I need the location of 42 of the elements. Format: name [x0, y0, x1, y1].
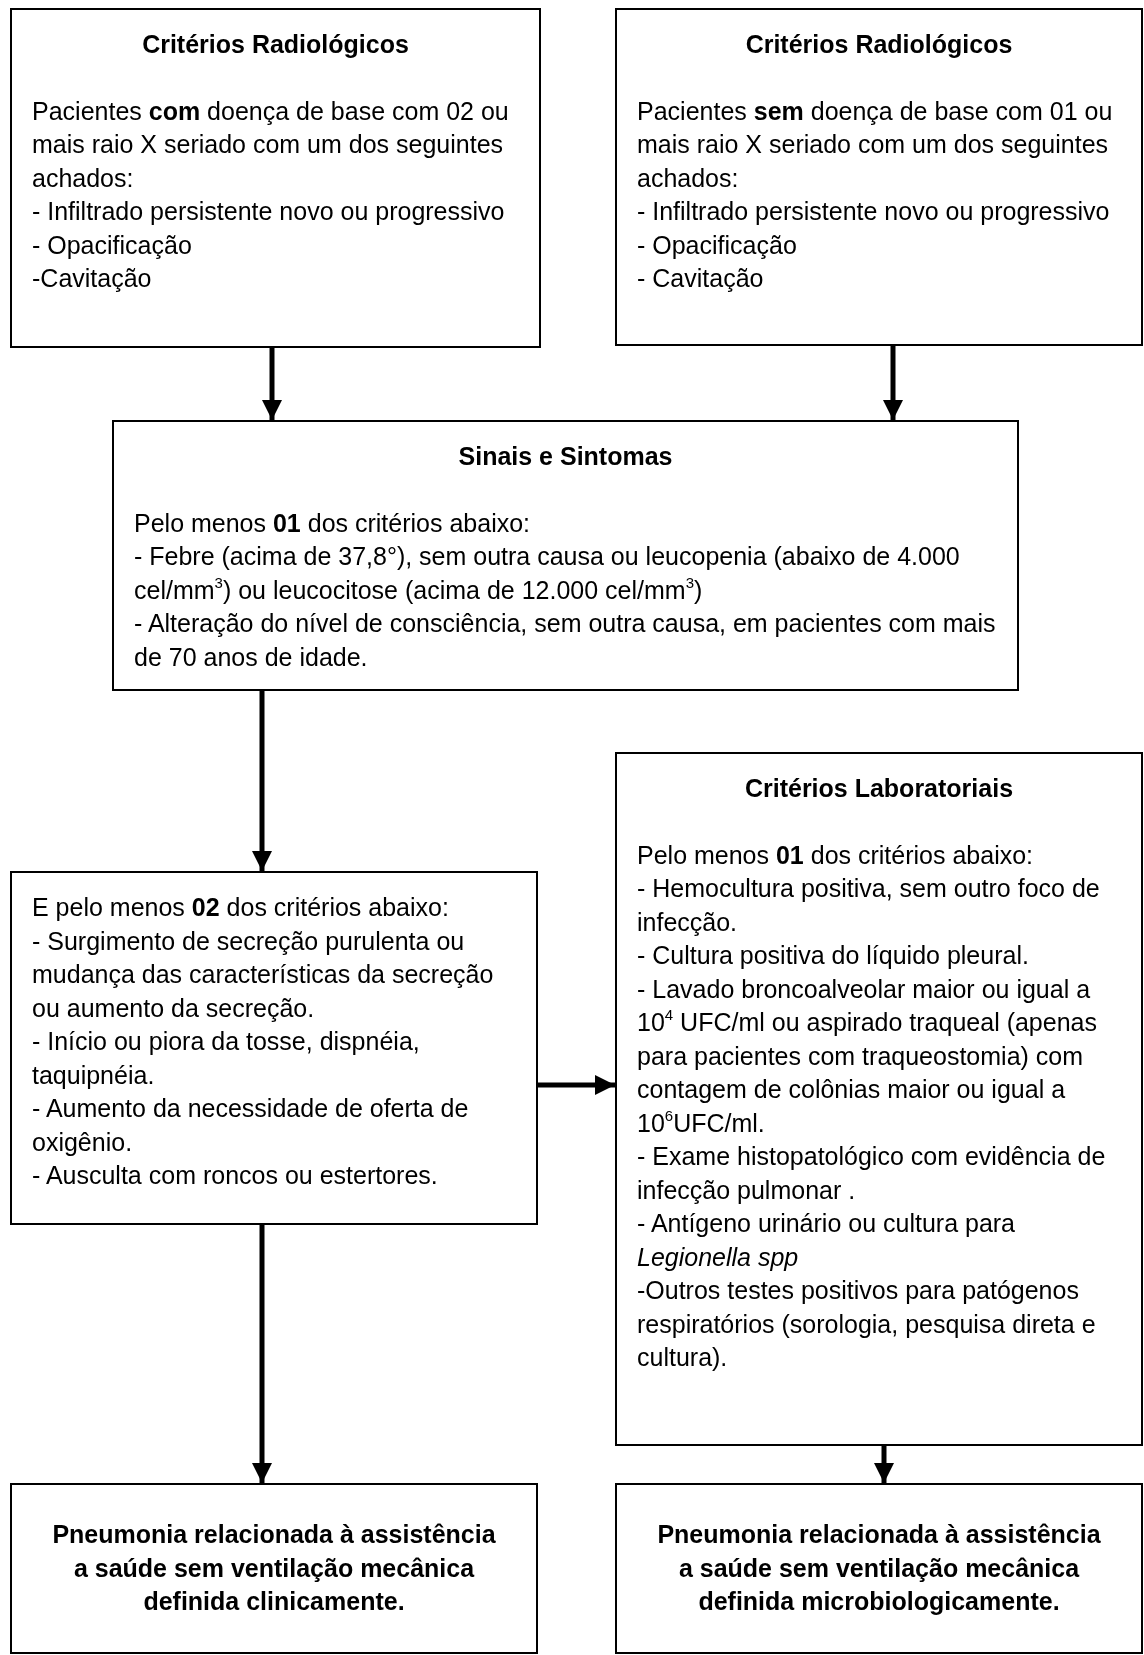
criteria-text: - Febre (acima de 37,8°), sem outra causa ou leucopenia (abaixo de 4.000 cel/mm$^{3}$) ou leucocitose (acima de 12.000 cel/mm$^{3}$): [134, 541, 961, 606]
arrow: [262, 348, 282, 420]
box-heading: Critérios Radiológicos: [141, 29, 410, 60]
arrow: [252, 691, 272, 871]
criteria-text: Pelo menos 01 dos critérios abaixo:: [134, 507, 532, 539]
criteria-text: E pelo menos 02 dos critérios abaixo:: [32, 892, 450, 923]
result-box: [10, 1483, 538, 1654]
criteria-text: - Lavado broncoalveolar maior ou igual a 10$^{4}$ UFC/ml ou aspirado traqueal (apenas para pacientes com traqueostomia) com contagem de colônias maior ou igual a 10$^{6}$UFC/ml.: [637, 973, 1098, 1139]
criteria-text: - Início ou piora da tosse, dispnéia, taquipnéia.: [32, 1026, 421, 1091]
criteria-box: [112, 420, 1019, 691]
arrow: [252, 1225, 272, 1483]
criteria-text: - Exame histopatológico com evidência de infecção pulmonar .: [637, 1141, 1107, 1206]
criteria-box: [10, 8, 541, 348]
criteria-text: - Opacificação: [32, 229, 193, 261]
box-heading: Sinais e Sintomas: [457, 441, 674, 472]
criteria-text: - Cavitação: [637, 263, 765, 294]
criteria-text: - Surgimento de secreção purulenta ou mudança das características da secreção ou aumento da secreção.: [32, 925, 495, 1024]
criteria-text: - Alteração do nível de consciência, sem outra causa, em pacientes com mais de 70 anos de idade.: [134, 608, 997, 673]
criteria-text: Pelo menos 01 dos critérios abaixo:: [637, 839, 1035, 871]
criteria-box: [10, 871, 538, 1225]
criteria-text: Pacientes sem doença de base com 01 ou mais raio X seriado com um dos seguintes achados:: [637, 95, 1114, 194]
criteria-box: [615, 752, 1143, 1446]
criteria-text: - Antígeno urinário ou cultura para Legionella spp: [637, 1208, 1016, 1273]
result-text: Pneumonia relacionada à assistência a saúde sem ventilação mecânica definida microbiologicamente.: [657, 1519, 1101, 1618]
criteria-text: - Infiltrado persistente novo ou progressivo: [32, 196, 506, 227]
arrow: [883, 346, 903, 420]
criteria-text: - Infiltrado persistente novo ou progressivo: [637, 196, 1111, 227]
arrow: [874, 1446, 894, 1483]
criteria-box: [615, 8, 1143, 346]
result-box: [615, 1483, 1143, 1654]
criteria-text: Pacientes com doença de base com 02 ou mais raio X seriado com um dos seguintes achados:: [32, 95, 510, 194]
box-heading: Critérios Radiológicos: [744, 29, 1014, 60]
arrow: [538, 1075, 615, 1095]
criteria-text: - Aumento da necessidade de oferta de oxigênio.: [32, 1093, 470, 1158]
criteria-text: - Cultura positiva do líquido pleural.: [637, 940, 1030, 971]
criteria-text: - Ausculta com roncos ou estertores.: [32, 1160, 439, 1191]
box-heading: Critérios Laboratoriais: [743, 773, 1015, 804]
criteria-text: -Cavitação: [32, 263, 153, 294]
result-text: Pneumonia relacionada à assistência a saúde sem ventilação mecânica definida clinicamente.: [52, 1519, 496, 1618]
criteria-text: -Outros testes positivos para patógenos respiratórios (sorologia, pesquisa direta e cultura).: [637, 1275, 1097, 1373]
criteria-text: - Opacificação: [637, 229, 798, 261]
criteria-text: - Hemocultura positiva, sem outro foco de infecção.: [637, 873, 1101, 938]
